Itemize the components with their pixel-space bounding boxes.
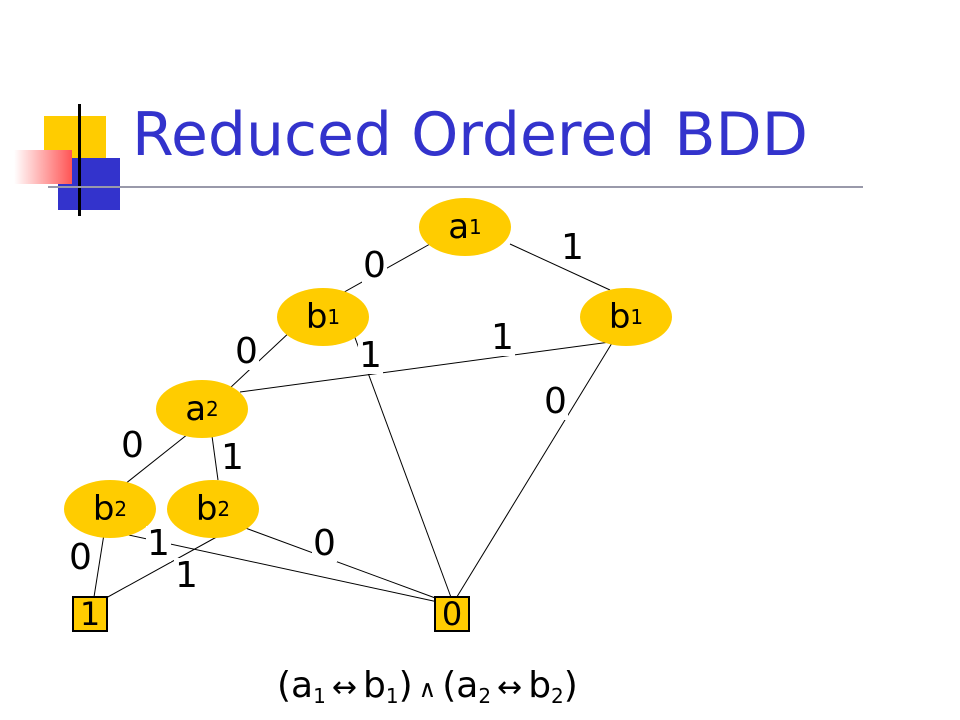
edge-b2l-high	[123, 533, 439, 603]
edge-a2-low	[119, 433, 189, 489]
formula-part: )	[398, 665, 413, 706]
edge-b2r-high	[105, 533, 223, 599]
title-divider	[48, 186, 863, 188]
edge-label-a2-low: 0	[120, 425, 145, 466]
node-var: b	[92, 489, 115, 529]
edge-b2l-low	[93, 533, 105, 598]
deco-vertical-line	[78, 104, 81, 216]
edge-b2r-low	[239, 525, 439, 600]
edge-label-b2r-high: 1	[174, 555, 199, 596]
edge-b1l-low	[229, 329, 293, 389]
edge-label-b1l-high: 1	[358, 335, 383, 376]
formula-sub: 1	[385, 684, 399, 708]
edge-label-b2l-high: 1	[146, 523, 171, 564]
edge-a2-high	[211, 435, 219, 481]
page-title: Reduced Ordered BDD	[132, 100, 808, 170]
edge-label-root-low: 0	[362, 245, 387, 286]
node-var: b	[608, 297, 631, 337]
formula-sub: 1	[313, 684, 326, 708]
formula-part: )	[563, 665, 578, 706]
node-var: a	[185, 389, 207, 429]
terminal-zero: 0	[434, 596, 470, 632]
edge-label-b1r-high: 1	[490, 317, 515, 358]
deco-red-bar	[14, 150, 72, 184]
edge-label-b1l-low: 0	[234, 331, 259, 372]
formula-part: b	[528, 665, 552, 706]
formula-part: (a	[442, 665, 479, 706]
node-var: a	[448, 207, 470, 247]
edge-label-b1r-low: 0	[543, 381, 568, 422]
formula-sub: 2	[478, 684, 492, 708]
node-var: b	[195, 489, 218, 529]
iff-symbol: ↔	[331, 670, 357, 705]
formula-part: (a	[277, 665, 314, 706]
edge-b1r-low	[454, 342, 613, 601]
iff-symbol: ↔	[497, 670, 523, 705]
and-symbol: ∧	[418, 675, 437, 703]
edge-label-a2-high: 1	[220, 437, 245, 478]
edge-b1r-high	[239, 339, 626, 393]
edge-label-b2r-low: 0	[312, 523, 337, 564]
bdd-formula: (a1↔b1)∧(a2↔b2)	[277, 665, 578, 706]
edge-b1l-high	[353, 334, 453, 601]
edge-label-b2l-low: 0	[68, 537, 93, 578]
node-var: b	[305, 297, 328, 337]
formula-part: b	[362, 665, 386, 706]
edge-root-high	[509, 243, 611, 291]
formula-sub: 2	[551, 684, 564, 708]
edge-label-root-high: 1	[560, 227, 585, 268]
terminal-one: 1	[72, 596, 108, 632]
